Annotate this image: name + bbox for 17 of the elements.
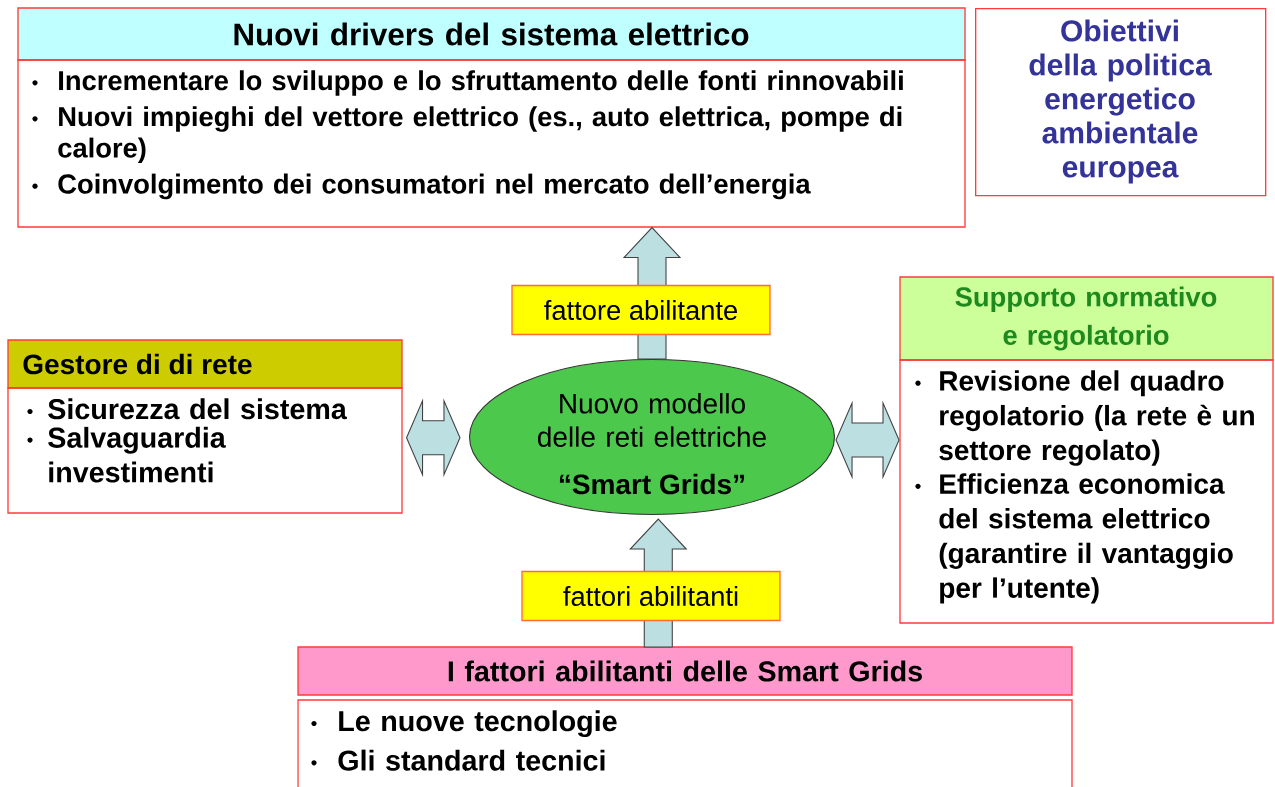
- list-item: Coinvolgimento dei consumatori nel mercato dell’energia: [58, 173, 811, 200]
- edge-label: fattore abilitante: [511, 284, 771, 336]
- header-band: Gestore di di rete: [7, 339, 403, 389]
- header-band: I fattori abilitanti delle Smart Grids: [297, 646, 1073, 696]
- list-item: Nuovi impieghi del vettore elettrico (es., auto elettrica, pompe di calore): [58, 106, 902, 164]
- list-item: Efficienza economica del sistema elettrico (garantire il vantaggio per l’utente): [939, 473, 1233, 604]
- list-item: Le nuove tecnologie: [339, 710, 617, 738]
- list-item: Salvaguardia investimenti: [48, 426, 226, 483]
- list-item: Sicurezza del sistema: [48, 398, 347, 420]
- list-item: Incrementare lo sviluppo e lo sfruttamento delle fonti rinnovabili: [59, 70, 903, 96]
- list-item: Revisione del quadro regolatorio (la rete è un settore regolato): [939, 370, 1254, 466]
- edge-label: fattori abilitanti: [521, 570, 781, 622]
- header-band: Nuovi drivers del sistema elettrico: [17, 7, 966, 61]
- text-box: Obiettivi della politica energetico ambientale europea: [975, 8, 1267, 197]
- block-arrow: [835, 400, 900, 480]
- list-item: Gli standard tecnici: [338, 749, 605, 771]
- header-band: Supporto normativo e regolatorio: [899, 276, 1274, 361]
